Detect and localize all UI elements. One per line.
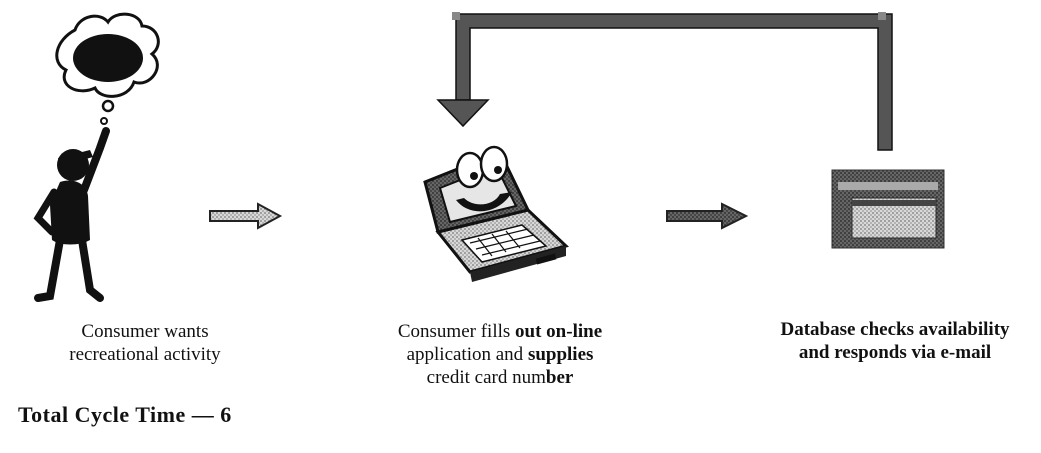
feedback-loop-arrow <box>436 12 893 151</box>
smiling-laptop-icon <box>423 145 569 282</box>
caption-line: Consumer wants <box>30 320 260 343</box>
caption-line: and responds via e-mail <box>745 341 1041 364</box>
caption-bold-text: Database checks availability <box>780 319 1010 340</box>
caption-text: application and <box>406 344 528 365</box>
caption-line: Consumer fills out on-line <box>355 320 645 343</box>
caption-text: Consumer wants <box>81 321 209 342</box>
caption-bold-text: ber <box>545 367 574 388</box>
flow-arrow-1 <box>209 202 283 230</box>
caption-line: Database checks availability <box>745 318 1041 341</box>
caption-text: Consumer fills <box>397 321 516 342</box>
caption-bold-text: and responds via e-mail <box>798 342 992 363</box>
caption-line: credit card number <box>355 366 645 389</box>
flow-arrow-2 <box>666 202 749 230</box>
person-thinking-icon <box>33 12 160 302</box>
caption-text: credit card num <box>426 367 546 388</box>
caption-text: recreational activity <box>69 344 221 365</box>
caption-line: recreational activity <box>30 343 260 366</box>
total-cycle-time: Total Cycle Time — 6 <box>18 402 232 427</box>
database-screen-icon <box>831 169 945 249</box>
caption-line: application and supplies <box>355 343 645 366</box>
caption-bold-text: out on-line <box>515 321 603 342</box>
caption-bold-text: supplies <box>527 344 594 365</box>
